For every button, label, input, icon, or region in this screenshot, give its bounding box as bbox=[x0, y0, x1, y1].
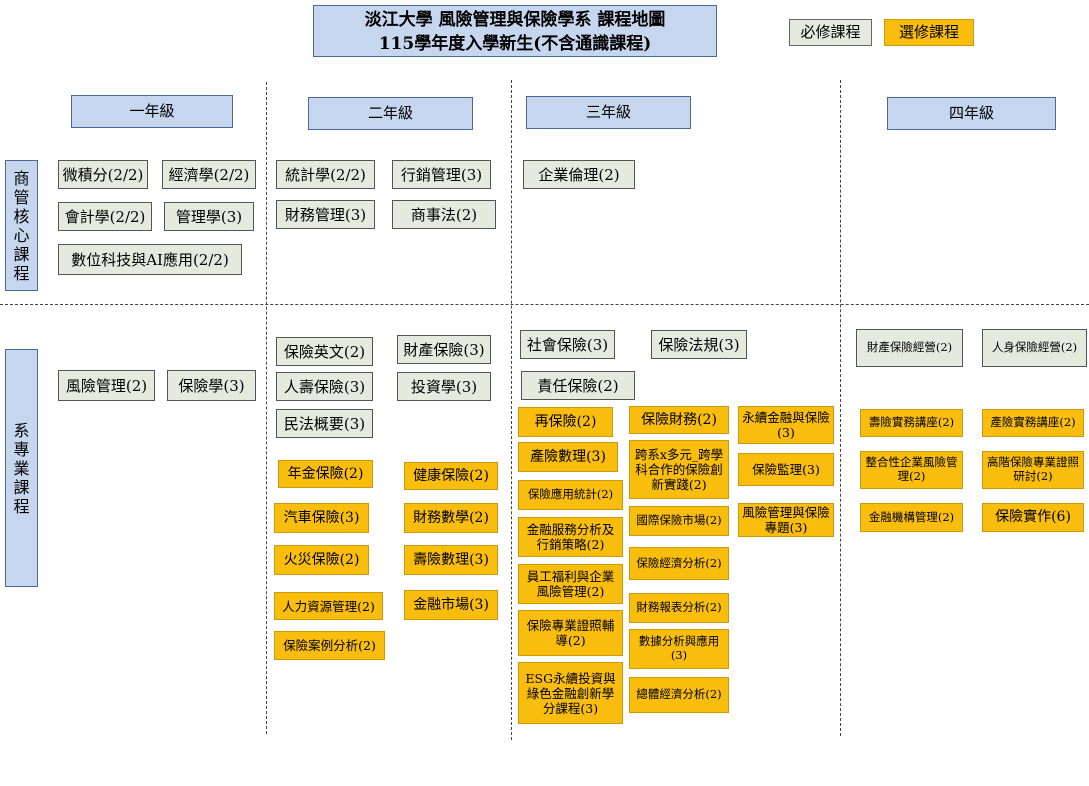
course-card: 產險數理(3) bbox=[518, 442, 618, 472]
course-card: 人壽保險(3) bbox=[276, 372, 373, 401]
course-card: 保險實作(6) bbox=[982, 503, 1084, 532]
course-card: 保險財務(2) bbox=[629, 406, 729, 434]
course-card: 汽車保險(3) bbox=[274, 503, 369, 533]
course-card: 經濟學(2/2) bbox=[162, 160, 256, 189]
row-label-major: 系專業課程 bbox=[5, 349, 38, 587]
course-card: 總體經濟分析(2) bbox=[629, 677, 729, 713]
course-card: 金融市場(3) bbox=[404, 590, 498, 620]
course-card: 保險監理(3) bbox=[738, 453, 834, 486]
course-card: 會計學(2/2) bbox=[58, 202, 152, 231]
course-card: 人身保險經營(2) bbox=[982, 329, 1087, 367]
page-title: 淡江大學 風險管理與保險學系 課程地圖 115學年度入學新生(不含通識課程) bbox=[313, 5, 717, 57]
course-card: 年金保險(2) bbox=[278, 460, 373, 488]
course-card: 財產保險經營(2) bbox=[856, 329, 963, 367]
row-label-core: 商管核心課程 bbox=[5, 160, 38, 291]
course-card: 健康保險(2) bbox=[404, 462, 498, 490]
title-line-2: 115學年度入學新生(不含通識課程) bbox=[378, 34, 652, 54]
course-card: 財務報表分析(2) bbox=[629, 593, 729, 623]
course-card: 再保險(2) bbox=[518, 407, 613, 437]
course-card: 社會保險(3) bbox=[520, 330, 615, 359]
course-card: 跨系x多元_跨學科合作的保險創新實踐(2) bbox=[629, 440, 729, 499]
course-card: 數位科技與AI應用(2/2) bbox=[58, 244, 242, 275]
year-header-4: 四年級 bbox=[887, 97, 1056, 130]
course-card: 商事法(2) bbox=[392, 200, 496, 229]
course-card: 保險專業證照輔導(2) bbox=[518, 610, 623, 656]
course-card: 國際保險市場(2) bbox=[629, 506, 729, 536]
legend-required: 必修課程 bbox=[789, 19, 872, 46]
course-card: 保險案例分析(2) bbox=[274, 631, 385, 660]
course-card: 責任保險(2) bbox=[521, 371, 635, 400]
course-card: 風險管理與保險專題(3) bbox=[738, 503, 834, 537]
course-card: 數據分析與應用(3) bbox=[629, 629, 729, 669]
divider-year-3-4 bbox=[840, 80, 841, 736]
course-card: 保險法規(3) bbox=[651, 330, 747, 359]
year-header-3: 三年級 bbox=[526, 96, 691, 129]
title-line-1: 淡江大學 風險管理與保險學系 課程地圖 bbox=[364, 10, 666, 30]
year-header-2: 二年級 bbox=[308, 97, 473, 130]
course-card: 民法概要(3) bbox=[276, 409, 373, 438]
course-card: 微積分(2/2) bbox=[58, 160, 148, 189]
course-card: 保險應用統計(2) bbox=[518, 480, 623, 510]
course-card: 人力資源管理(2) bbox=[274, 592, 383, 620]
course-card: 壽險實務講座(2) bbox=[860, 409, 963, 437]
divider-year-2-3 bbox=[511, 80, 512, 740]
course-card: 保險英文(2) bbox=[276, 337, 373, 366]
course-card: 風險管理(2) bbox=[58, 370, 155, 401]
course-card: 金融服務分析及行銷策略(2) bbox=[518, 517, 623, 557]
course-card: 企業倫理(2) bbox=[523, 160, 635, 189]
course-card: 行銷管理(3) bbox=[392, 160, 491, 189]
course-card: 投資學(3) bbox=[397, 372, 491, 401]
course-card: 財產保險(3) bbox=[397, 335, 491, 364]
course-card: 整合性企業風險管理(2) bbox=[860, 451, 963, 489]
course-card: 財務數學(2) bbox=[404, 503, 498, 533]
course-card: 財務管理(3) bbox=[276, 200, 375, 229]
legend-elective: 選修課程 bbox=[884, 19, 974, 46]
course-card: 金融機構管理(2) bbox=[860, 503, 963, 532]
course-card: 員工福利與企業風險管理(2) bbox=[518, 564, 623, 604]
course-card: ESG永續投資與綠色金融創新學分課程(3) bbox=[518, 662, 623, 724]
course-card: 管理學(3) bbox=[164, 202, 254, 231]
year-header-1: 一年級 bbox=[71, 95, 233, 128]
course-card: 高階保險專業證照研討(2) bbox=[982, 451, 1084, 489]
course-card: 統計學(2/2) bbox=[276, 160, 375, 189]
course-card: 火災保險(2) bbox=[274, 545, 369, 575]
course-card: 產險實務講座(2) bbox=[982, 409, 1084, 437]
course-card: 永續金融與保險(3) bbox=[738, 406, 834, 444]
course-card: 壽險數理(3) bbox=[404, 545, 498, 575]
divider-row bbox=[0, 304, 1089, 305]
course-card: 保險經濟分析(2) bbox=[629, 547, 729, 580]
divider-year-1-2 bbox=[266, 82, 267, 734]
course-card: 保險學(3) bbox=[167, 370, 256, 401]
